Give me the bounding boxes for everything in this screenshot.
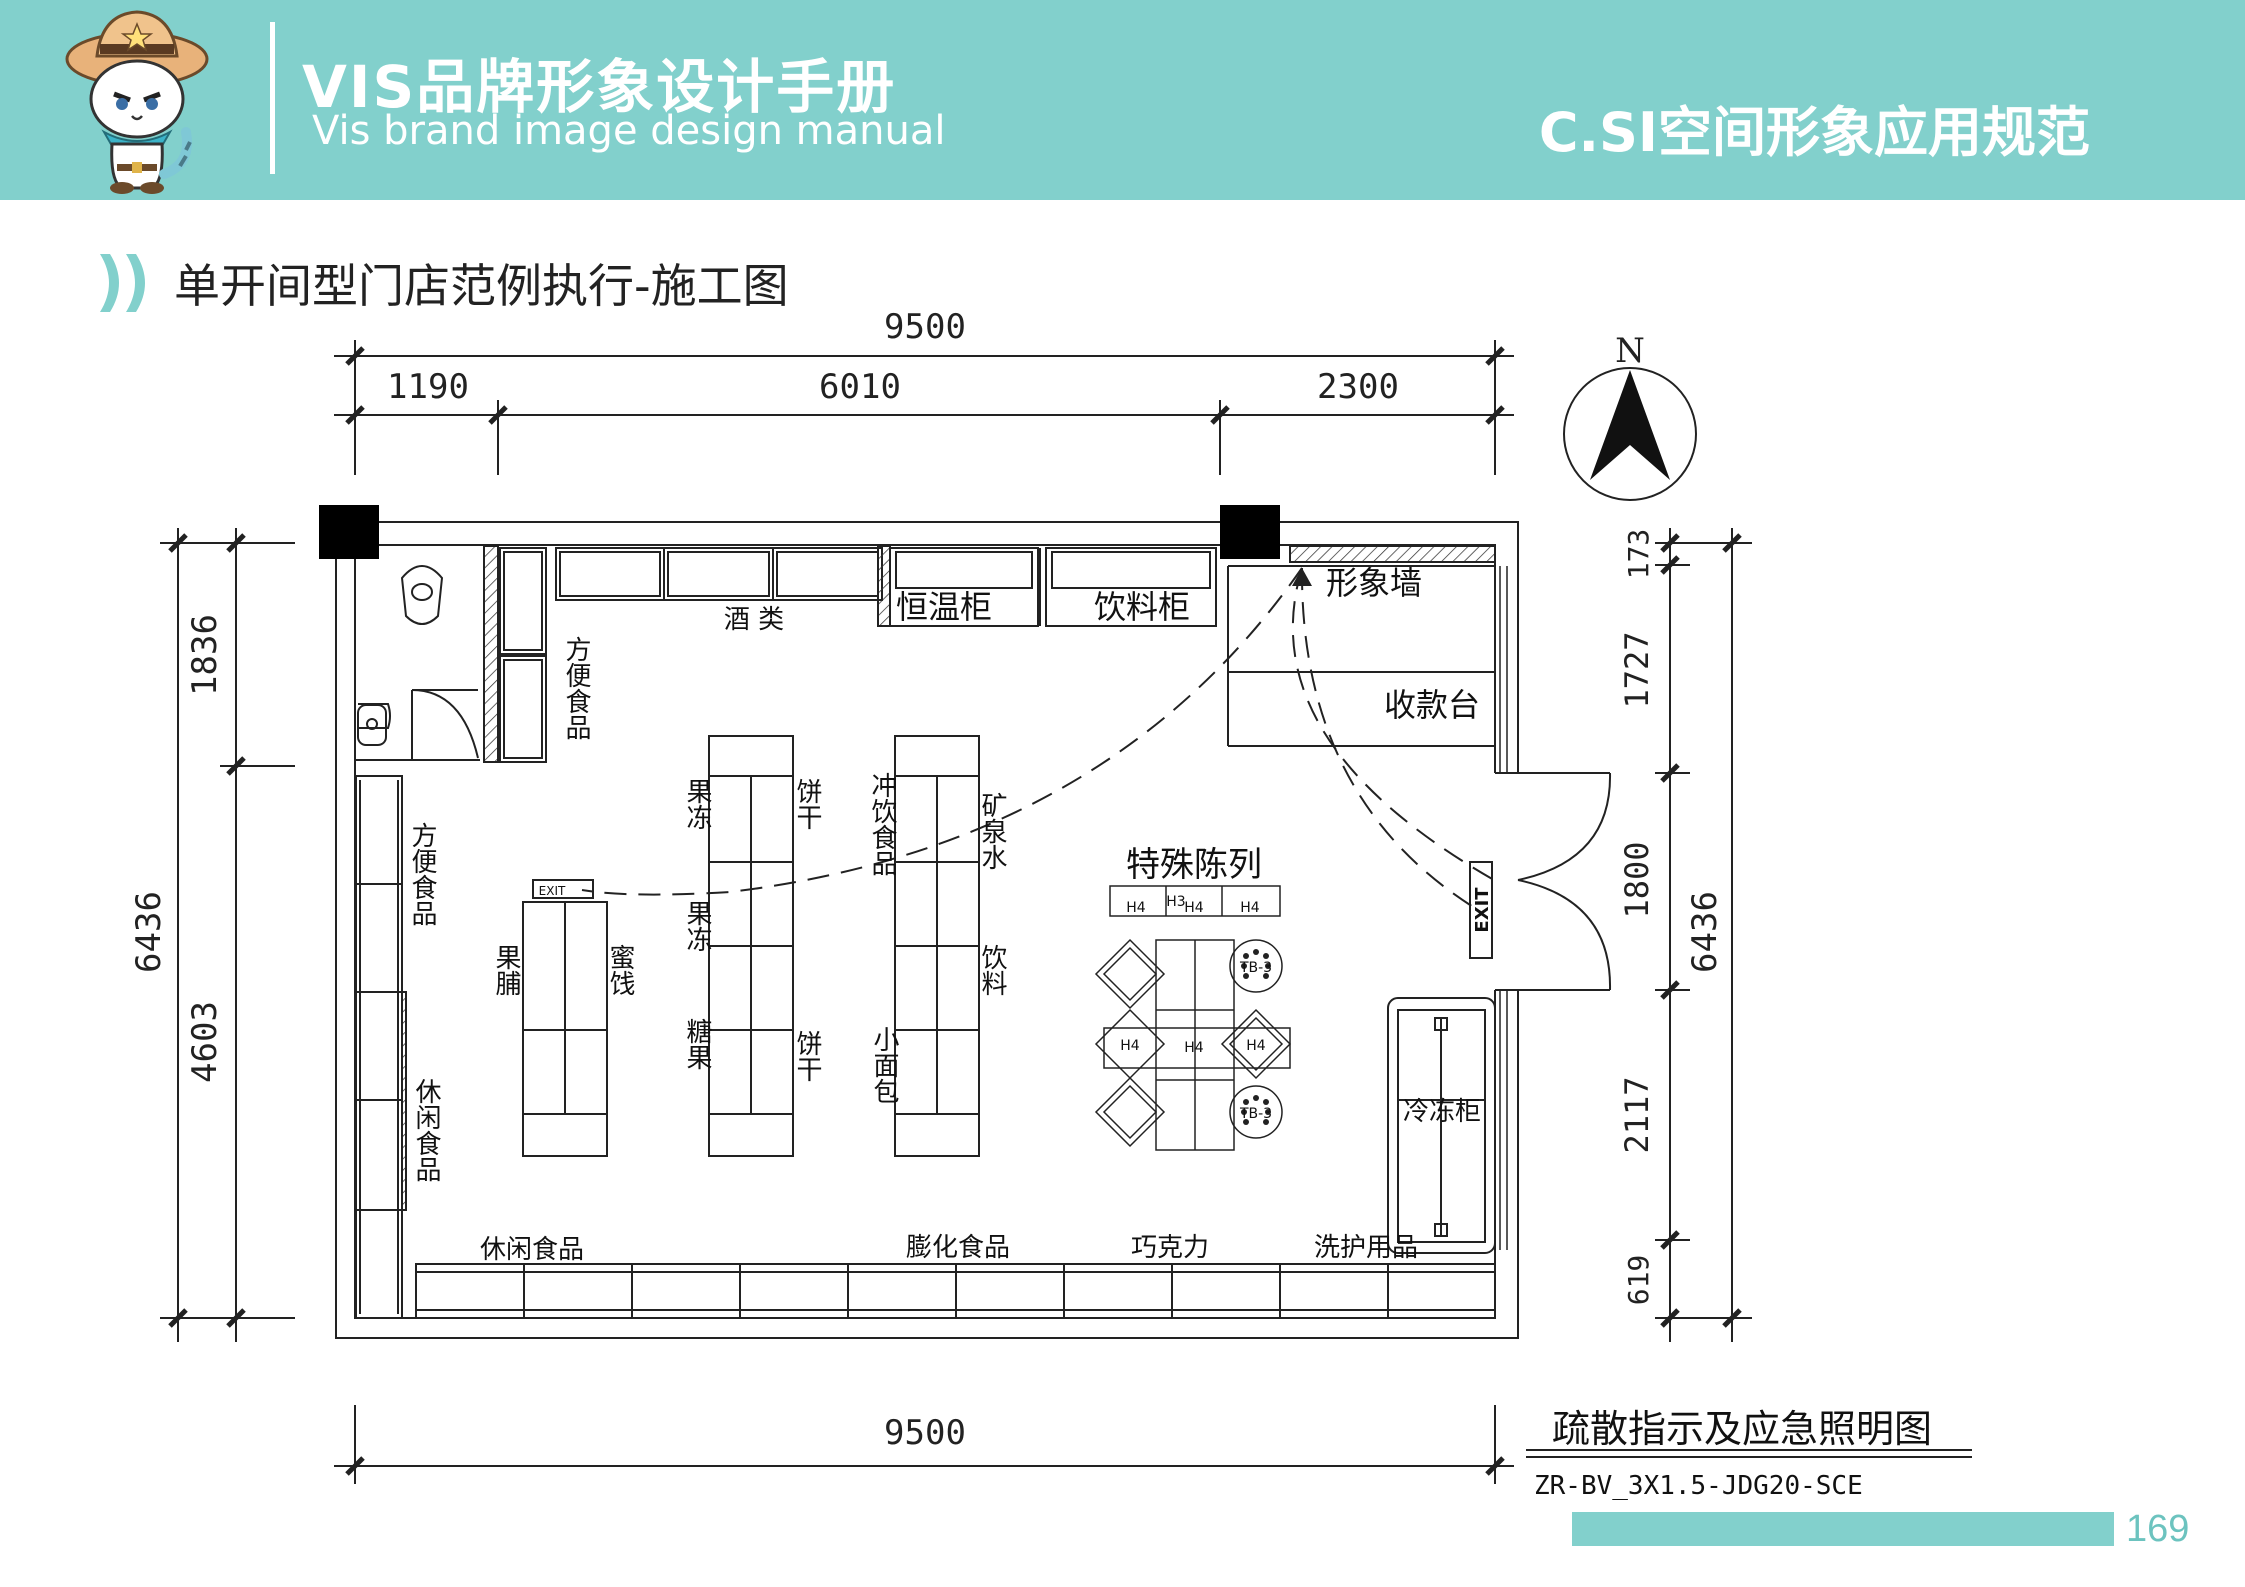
label-beverage-cabinet: 饮料柜 <box>1094 588 1190 626</box>
label-brewing-food: 冲饮食品 <box>867 772 897 876</box>
entrance-doors <box>1517 772 1612 991</box>
dim-left-seg2: 4603 <box>185 1001 225 1083</box>
double-chevron-icon <box>100 254 145 312</box>
label-snack-left: 休闲食品 <box>411 1078 441 1182</box>
fixture-code: H4 <box>1126 900 1146 916</box>
dim-right-seg4: 2117 <box>1618 1076 1656 1153</box>
dim-top-seg1: 1190 <box>387 367 469 407</box>
label-puffed-food: 膨化食品 <box>906 1233 1010 1263</box>
label-instant-food-left: 方便食品 <box>407 822 437 926</box>
column-left <box>319 505 379 559</box>
label-bottom-snack: 休闲食品 <box>480 1235 584 1265</box>
restroom <box>355 564 480 761</box>
fixture-code: TB-3 <box>1239 1106 1272 1122</box>
top-shelving <box>483 545 1496 763</box>
dim-right-seg2: 1727 <box>1618 631 1656 708</box>
dim-right-total: 6436 <box>1685 891 1725 973</box>
fixture-code: H4 <box>1120 1038 1140 1054</box>
dim-left-seg1: 1836 <box>185 614 225 696</box>
page-heading: 单开间型门店范例执行-施工图 <box>96 248 789 318</box>
cat-mascot-logo <box>65 10 209 194</box>
legend-underline <box>1526 1449 1972 1458</box>
cashier-counter <box>1227 566 1508 1250</box>
left-dimension-lines <box>160 528 295 1342</box>
north-arrow-icon <box>1563 367 1697 501</box>
north-label: N <box>1615 331 1645 371</box>
column-right <box>1220 505 1280 559</box>
island-shelves <box>522 735 980 1157</box>
top-dimension-lines <box>334 340 1514 475</box>
header-bar: VIS品牌形象设计手册 Vis brand image design manua… <box>0 0 2245 200</box>
dim-top-seg2: 6010 <box>819 367 901 407</box>
label-mineral-water: 矿泉水 <box>977 792 1007 870</box>
label-exit-small: EXIT <box>539 884 566 898</box>
label-dried-fruit: 果脯 <box>491 944 521 996</box>
label-special-display: 特殊陈列 <box>1126 845 1262 885</box>
label-cashier: 收款台 <box>1384 686 1480 724</box>
manual-title-english: Vis brand image design manual <box>312 108 946 154</box>
label-liquor: 酒 类 <box>724 605 784 635</box>
fixture-code: H4 <box>1184 900 1204 916</box>
cable-code: ZR-BV_3X1.5-JDG20-SCE <box>1534 1471 1863 1501</box>
evacuation-paths <box>581 567 1495 911</box>
left-shelving <box>355 775 407 1319</box>
fixture-code: H4 <box>1184 1040 1204 1056</box>
label-instant-food-top: 方便食品 <box>561 636 591 740</box>
freezer-cabinet <box>1387 997 1496 1254</box>
label-jelly-1: 果冻 <box>682 778 712 830</box>
dim-top-seg3: 2300 <box>1317 367 1399 407</box>
label-biscuit-1: 饼干 <box>792 778 822 830</box>
header-divider <box>270 22 275 174</box>
footer-bar <box>1572 1512 2114 1546</box>
label-image-wall: 形象墙 <box>1326 564 1422 602</box>
special-display-area <box>1094 885 1292 1151</box>
manual-title-chinese: VIS品牌形象设计手册 <box>302 53 897 121</box>
dim-top-total: 9500 <box>884 307 966 347</box>
section-title: C.SI空间形象应用规范 <box>1538 101 2090 164</box>
dim-right-seg3: 1800 <box>1618 841 1656 918</box>
label-freezer: 冷冻柜 <box>1403 1097 1481 1127</box>
dim-bottom-total: 9500 <box>884 1413 966 1453</box>
fixture-code: H3 <box>1166 894 1185 910</box>
dim-right-seg5: 619 <box>1622 1255 1655 1306</box>
label-toiletries: 洗护用品 <box>1314 1233 1418 1263</box>
fixture-code: H4 <box>1240 900 1260 916</box>
bottom-dimension-line <box>334 1405 1514 1484</box>
legend-title: 疏散指示及应急照明图 <box>1552 1407 1932 1451</box>
fixture-code: H4 <box>1246 1038 1266 1054</box>
exit-sign-door <box>1469 861 1493 959</box>
label-biscuit-2: 饼干 <box>792 1030 822 1082</box>
label-jelly-2: 果冻 <box>682 900 712 952</box>
label-thermostat: 恒温柜 <box>896 588 992 626</box>
label-exit-door: EXIT <box>1472 887 1493 933</box>
bottom-shelving <box>415 1263 1496 1319</box>
right-dimension-lines <box>1655 528 1752 1342</box>
page-heading-text: 单开间型门店范例执行-施工图 <box>174 259 789 313</box>
label-chocolate: 巧克力 <box>1131 1233 1209 1263</box>
fixture-code: TB-3 <box>1239 960 1272 976</box>
page-number: 169 <box>2126 1508 2190 1550</box>
dim-left-total: 6436 <box>129 891 169 973</box>
dim-right-seg1: 173 <box>1622 529 1655 580</box>
label-candy: 糖果 <box>682 1018 712 1070</box>
label-preserves: 蜜饯 <box>605 944 635 996</box>
label-drinks: 饮料 <box>977 944 1007 996</box>
label-bread: 小面包 <box>869 1026 899 1104</box>
